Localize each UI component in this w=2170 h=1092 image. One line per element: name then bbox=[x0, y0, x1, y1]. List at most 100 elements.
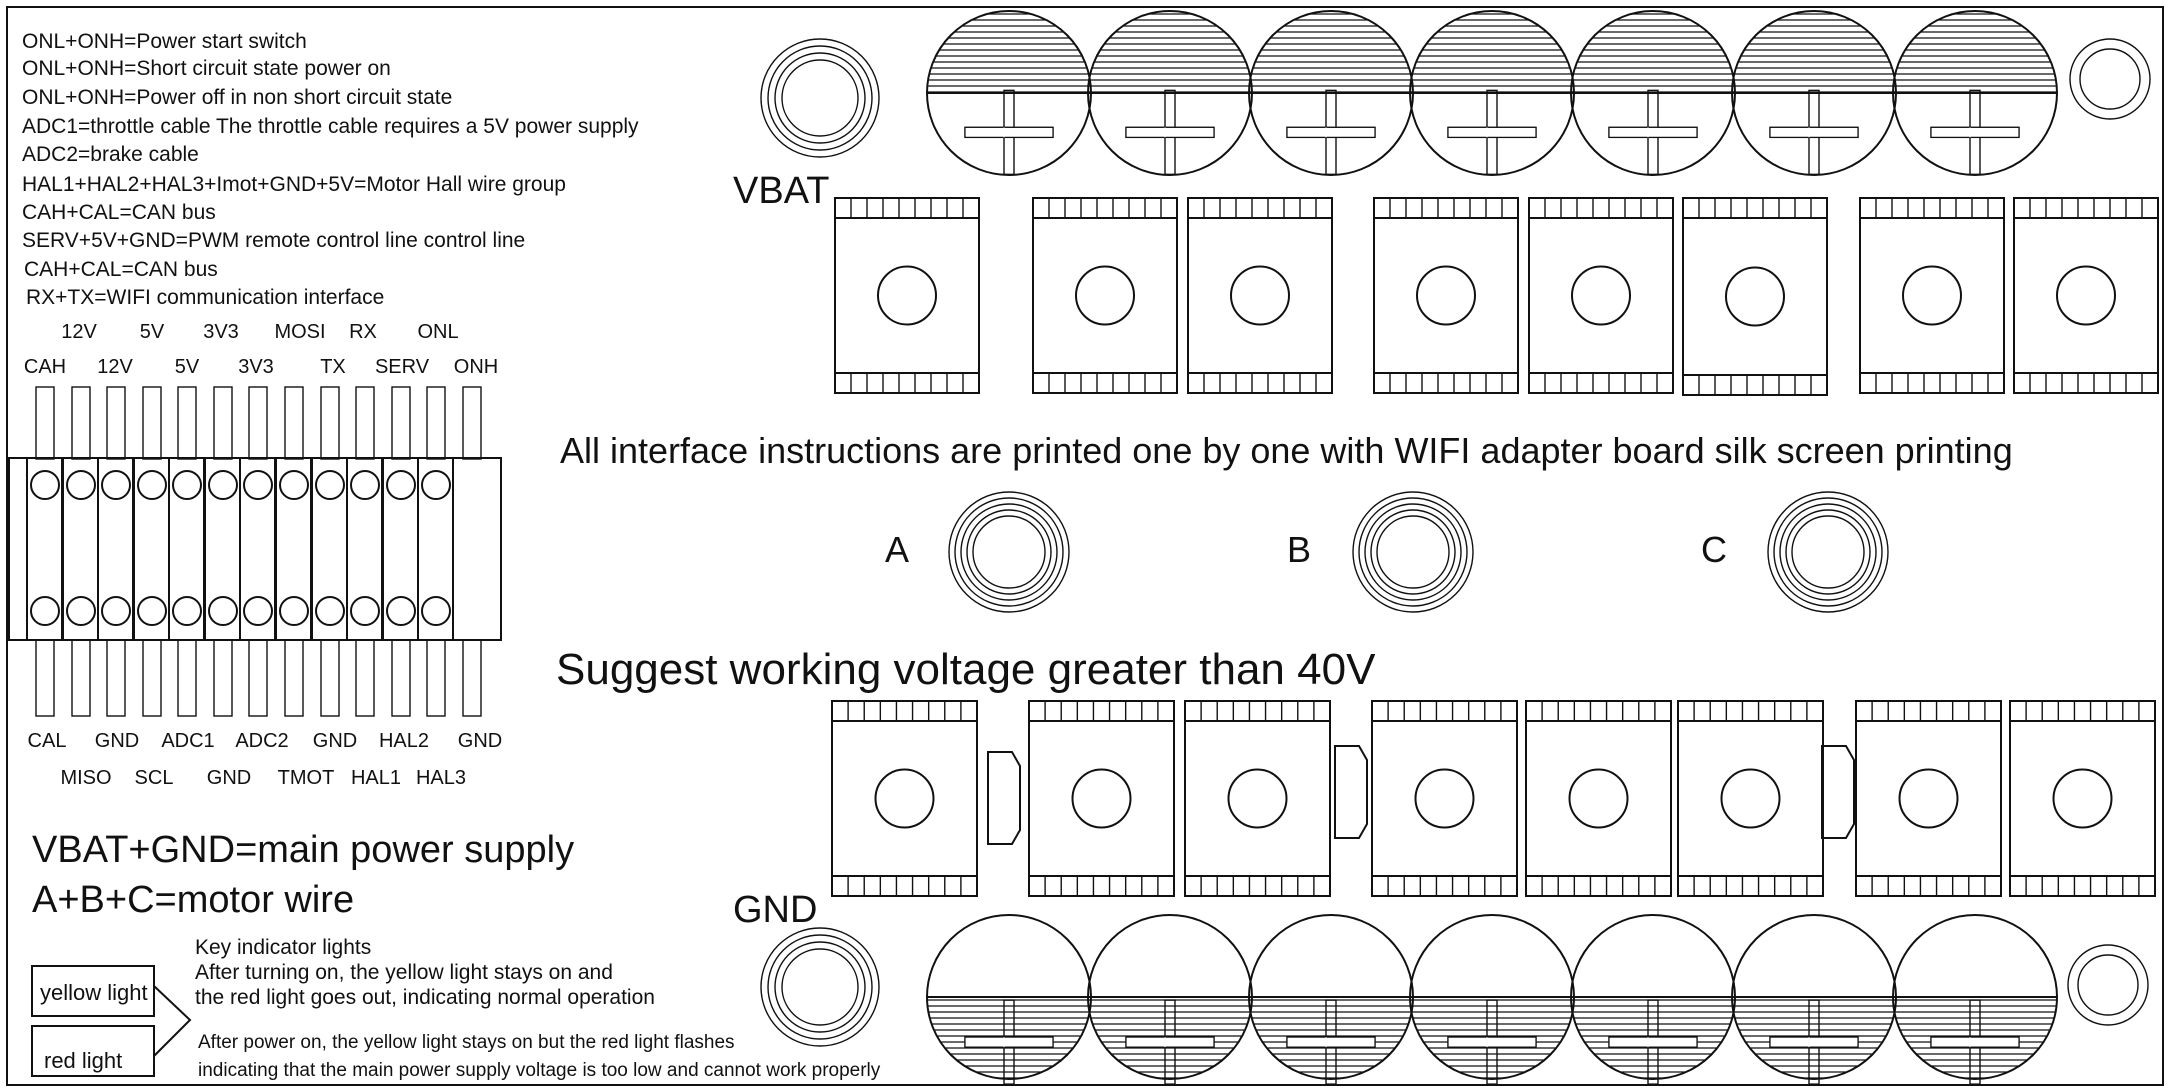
phase-b-terminal bbox=[1364, 503, 1462, 601]
pin-bottom-hole bbox=[315, 596, 345, 626]
mount-hole bbox=[2067, 944, 2149, 1026]
bottom-mosfet-row bbox=[831, 700, 2156, 897]
mosfet bbox=[1859, 197, 2005, 394]
pin-lead-bottom bbox=[462, 639, 482, 717]
capacitor bbox=[926, 10, 1092, 176]
bottom-fet-tab bbox=[1821, 745, 1855, 839]
mount-hole bbox=[2079, 48, 2141, 110]
phase-a-terminal bbox=[960, 503, 1058, 601]
phase-a-terminal bbox=[948, 491, 1070, 613]
red-light-box bbox=[31, 1025, 155, 1077]
pin-lead-top bbox=[320, 386, 340, 460]
pin-label: TX bbox=[320, 356, 346, 378]
notes-list: ONL+ONH=Power start switchONL+ONH=Short … bbox=[22, 30, 639, 309]
pin-lead-top bbox=[391, 386, 411, 460]
signal-connector-header bbox=[8, 386, 502, 717]
pin-top-hole bbox=[279, 470, 309, 500]
pin-lead-top bbox=[106, 386, 126, 460]
capacitor bbox=[1731, 10, 1897, 176]
indicator-fault-line-2: indicating that the main power supply vo… bbox=[198, 1060, 881, 1081]
mosfet bbox=[1187, 197, 1333, 394]
pin-label: CAL bbox=[28, 730, 67, 752]
gnd-terminal bbox=[760, 927, 880, 1047]
vbat-terminal bbox=[774, 52, 866, 144]
pin-top-hole bbox=[66, 470, 96, 500]
capacitor bbox=[1087, 914, 1253, 1085]
pin-lead-bottom bbox=[320, 639, 340, 717]
pin-bottom-hole bbox=[386, 596, 416, 626]
mosfet bbox=[1528, 197, 1674, 394]
top-mosfet-row bbox=[834, 197, 2159, 396]
phase-a-terminal bbox=[954, 497, 1064, 607]
pin-bottom-hole bbox=[243, 596, 273, 626]
capacitor bbox=[1248, 10, 1414, 176]
mosfet bbox=[2013, 197, 2159, 394]
pin-label: MISO bbox=[60, 767, 111, 789]
silkscreen-note: All interface instructions are printed o… bbox=[560, 430, 2013, 471]
pin-label: ADC2 bbox=[235, 730, 288, 752]
pin-lead-top bbox=[35, 386, 55, 460]
pin-top-hole bbox=[350, 470, 380, 500]
pin-label: CAH bbox=[24, 356, 66, 378]
phase-terminals bbox=[948, 491, 1889, 613]
mosfet bbox=[1855, 700, 2002, 897]
pin-top-hole bbox=[421, 470, 451, 500]
pin-lead-bottom bbox=[248, 639, 268, 717]
pin-lead-bottom bbox=[213, 639, 233, 717]
mount-hole bbox=[2069, 38, 2151, 120]
pin-bottom-hole bbox=[137, 596, 167, 626]
indicator-normal-line-1: After turning on, the yellow light stays… bbox=[195, 961, 613, 984]
pin-label: 3V3 bbox=[203, 321, 239, 343]
pin-label: HAL1 bbox=[351, 767, 401, 789]
indicator-normal-line-2: the red light goes out, indicating norma… bbox=[195, 986, 655, 1009]
pin-bottom-hole bbox=[101, 596, 131, 626]
phase-b-terminal bbox=[1370, 509, 1456, 595]
board-outline bbox=[6, 6, 2164, 1086]
note-line: CAH+CAL=CAN bus bbox=[24, 258, 218, 281]
pin-lead-top bbox=[142, 386, 162, 460]
pin-bottom-hole bbox=[279, 596, 309, 626]
pin-top-hole bbox=[30, 470, 60, 500]
mosfet bbox=[1677, 700, 1824, 897]
pin-lead-bottom bbox=[142, 639, 162, 717]
indicator-bracket bbox=[153, 985, 192, 1057]
pin-label: GND bbox=[207, 767, 251, 789]
phase-c-terminal bbox=[1767, 491, 1889, 613]
yellow-light-label: yellow light bbox=[40, 980, 148, 1005]
mosfet bbox=[1371, 700, 1518, 897]
pin-top-hole bbox=[208, 470, 238, 500]
bottom-fet-tab bbox=[987, 751, 1021, 845]
phase-a-label: A bbox=[885, 529, 909, 570]
phase-c-terminal bbox=[1785, 509, 1871, 595]
gnd-label: GND bbox=[733, 889, 817, 931]
voltage-note: Suggest working voltage greater than 40V bbox=[556, 645, 1376, 694]
mosfet bbox=[1525, 700, 1672, 897]
pin-lead-top bbox=[462, 386, 482, 460]
note-line: ADC2=brake cable bbox=[22, 143, 199, 166]
mosfet bbox=[834, 197, 980, 394]
phase-c-terminal bbox=[1779, 503, 1877, 601]
pin-lead-top bbox=[284, 386, 304, 460]
pin-lead-bottom bbox=[177, 639, 197, 717]
capacitor bbox=[1248, 914, 1414, 1085]
pin-top-hole bbox=[243, 470, 273, 500]
mosfet bbox=[1028, 700, 1175, 897]
pin-lead-top bbox=[248, 386, 268, 460]
bottom-capacitor-row bbox=[760, 914, 2149, 1085]
note-line: ADC1=throttle cable The throttle cable r… bbox=[22, 115, 639, 138]
note-line: RX+TX=WIFI communication interface bbox=[26, 286, 384, 309]
capacitor bbox=[1409, 914, 1575, 1085]
pin-bottom-hole bbox=[208, 596, 238, 626]
pin-lead-top bbox=[177, 386, 197, 460]
capacitor bbox=[1731, 914, 1897, 1085]
phase-a-terminal bbox=[966, 509, 1052, 595]
note-line: ONL+ONH=Short circuit state power on bbox=[22, 57, 391, 80]
red-light-label: red light bbox=[44, 1048, 122, 1073]
pin-lead-bottom bbox=[355, 639, 375, 717]
pin-lead-bottom bbox=[426, 639, 446, 717]
top-capacitor-row bbox=[760, 10, 2151, 176]
pin-top-hole bbox=[101, 470, 131, 500]
pin-bottom-hole bbox=[172, 596, 202, 626]
